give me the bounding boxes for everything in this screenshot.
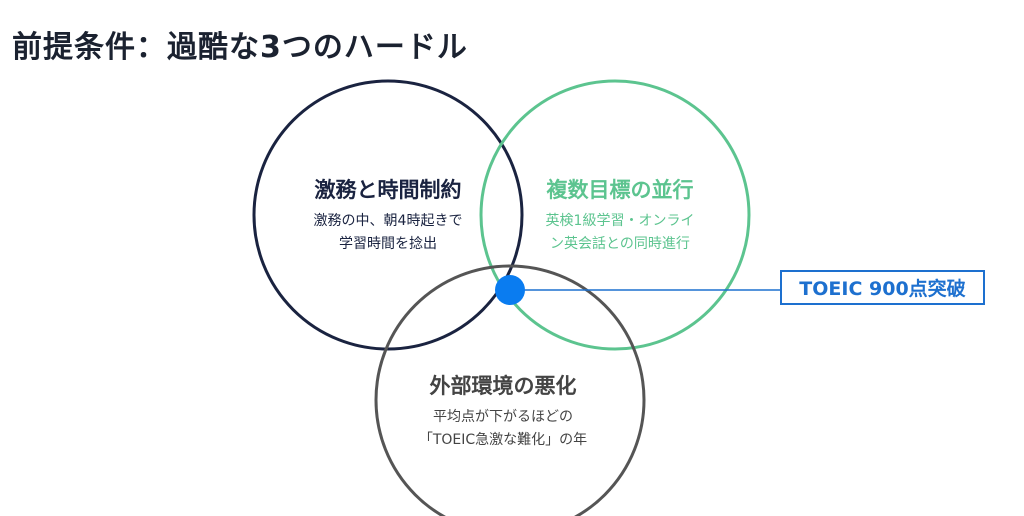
heading: 外部環境の悪化 <box>429 374 577 398</box>
goal-box: TOEIC 900点突破 <box>780 270 985 305</box>
circle-environment <box>374 264 646 516</box>
desc-line: 英検1級学習・オンライ <box>545 213 695 229</box>
circle-environment-label: 外部環境の悪化 平均点が下がるほどの「TOEIC急激な難化」の年 <box>419 370 587 452</box>
intersection-dot <box>495 275 525 305</box>
desc-line: 激務の中、朝4時起きで <box>313 213 463 229</box>
desc-line: ン英会話との同時進行 <box>550 236 690 252</box>
circle-work <box>252 79 524 351</box>
desc-line: 「TOEIC急激な難化」の年 <box>418 432 588 448</box>
desc-line: 学習時間を捻出 <box>338 236 437 252</box>
heading: 複数目標の並行 <box>546 178 694 202</box>
page-title: 前提条件：過酷な3つのハードル <box>12 30 468 65</box>
circle-work-label: 激務と時間制約 激務の中、朝4時起きで学習時間を捻出 <box>314 174 463 256</box>
circle-goals-label: 複数目標の並行 英検1級学習・オンライン英会話との同時進行 <box>546 174 695 256</box>
desc-line: 平均点が下がるほどの <box>432 409 573 425</box>
circle-goals <box>479 79 751 351</box>
heading: 激務と時間制約 <box>314 178 462 202</box>
